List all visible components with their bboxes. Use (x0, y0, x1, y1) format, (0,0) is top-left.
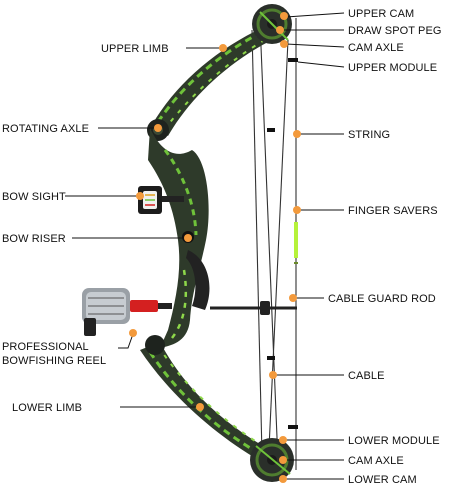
string (251, 18, 297, 471)
label-reel-line2: BOWFISHING REEL (2, 355, 106, 367)
finger-savers (294, 222, 298, 258)
leader-lines (65, 12, 345, 480)
bow-sight (138, 186, 184, 214)
bowfishing-reel (82, 288, 172, 336)
upper-limb (152, 28, 272, 136)
callout-dot-cam-axle-bottom (279, 456, 287, 464)
callout-dot-upper-limb (219, 44, 227, 52)
callout-dot-finger-savers (293, 206, 301, 214)
callout-dot-draw-spot-peg (276, 26, 284, 34)
lower-limb (140, 335, 270, 462)
callout-dot-reel (129, 329, 137, 337)
lower-cam (250, 438, 294, 482)
label-cable: CABLE (348, 370, 385, 382)
label-string: STRING (348, 129, 390, 141)
label-lower-cam: LOWER CAM (348, 474, 417, 486)
finger-saver-tip (294, 262, 298, 264)
label-bow-sight: BOW SIGHT (2, 191, 66, 203)
callout-dot-lower-module (279, 436, 287, 444)
label-upper-module: UPPER MODULE (348, 62, 437, 74)
label-lower-module: LOWER MODULE (348, 435, 440, 447)
callout-dot-cable (269, 371, 277, 379)
cable-guard-rod (210, 301, 297, 315)
label-reel-line1: PROFESSIONAL (2, 341, 89, 353)
string-clips (267, 58, 298, 429)
label-cam-axle-bottom: CAM AXLE (348, 455, 404, 467)
label-upper-limb: UPPER LIMB (101, 43, 169, 55)
callout-dot-upper-cam (280, 12, 288, 20)
callout-dot-lower-limb (196, 403, 204, 411)
callout-dots (129, 12, 301, 483)
label-lower-limb: LOWER LIMB (12, 402, 82, 414)
callout-dot-cam-axle-top (280, 40, 288, 48)
callout-dot-bow-sight (136, 192, 144, 200)
label-upper-cam: UPPER CAM (348, 8, 414, 20)
callout-dot-cable-guard-rod (289, 294, 297, 302)
callout-dot-rotating-axle (154, 124, 162, 132)
bow-illustration (82, 4, 298, 482)
callout-dot-lower-cam (279, 475, 287, 483)
label-rotating-axle: ROTATING AXLE (2, 123, 89, 135)
upper-cam (252, 4, 292, 44)
label-bow-riser: BOW RISER (2, 233, 66, 245)
label-cable-guard-rod: CABLE GUARD ROD (328, 293, 436, 305)
label-draw-spot-peg: DRAW SPOT PEG (348, 25, 442, 37)
label-cam-axle-top: CAM AXLE (348, 42, 404, 54)
label-finger-savers: FINGER SAVERS (348, 205, 438, 217)
callout-dot-string (293, 130, 301, 138)
labels: UPPER CAM DRAW SPOT PEG CAM AXLE UPPER M… (2, 8, 442, 486)
callout-dot-bow-riser (184, 234, 192, 242)
